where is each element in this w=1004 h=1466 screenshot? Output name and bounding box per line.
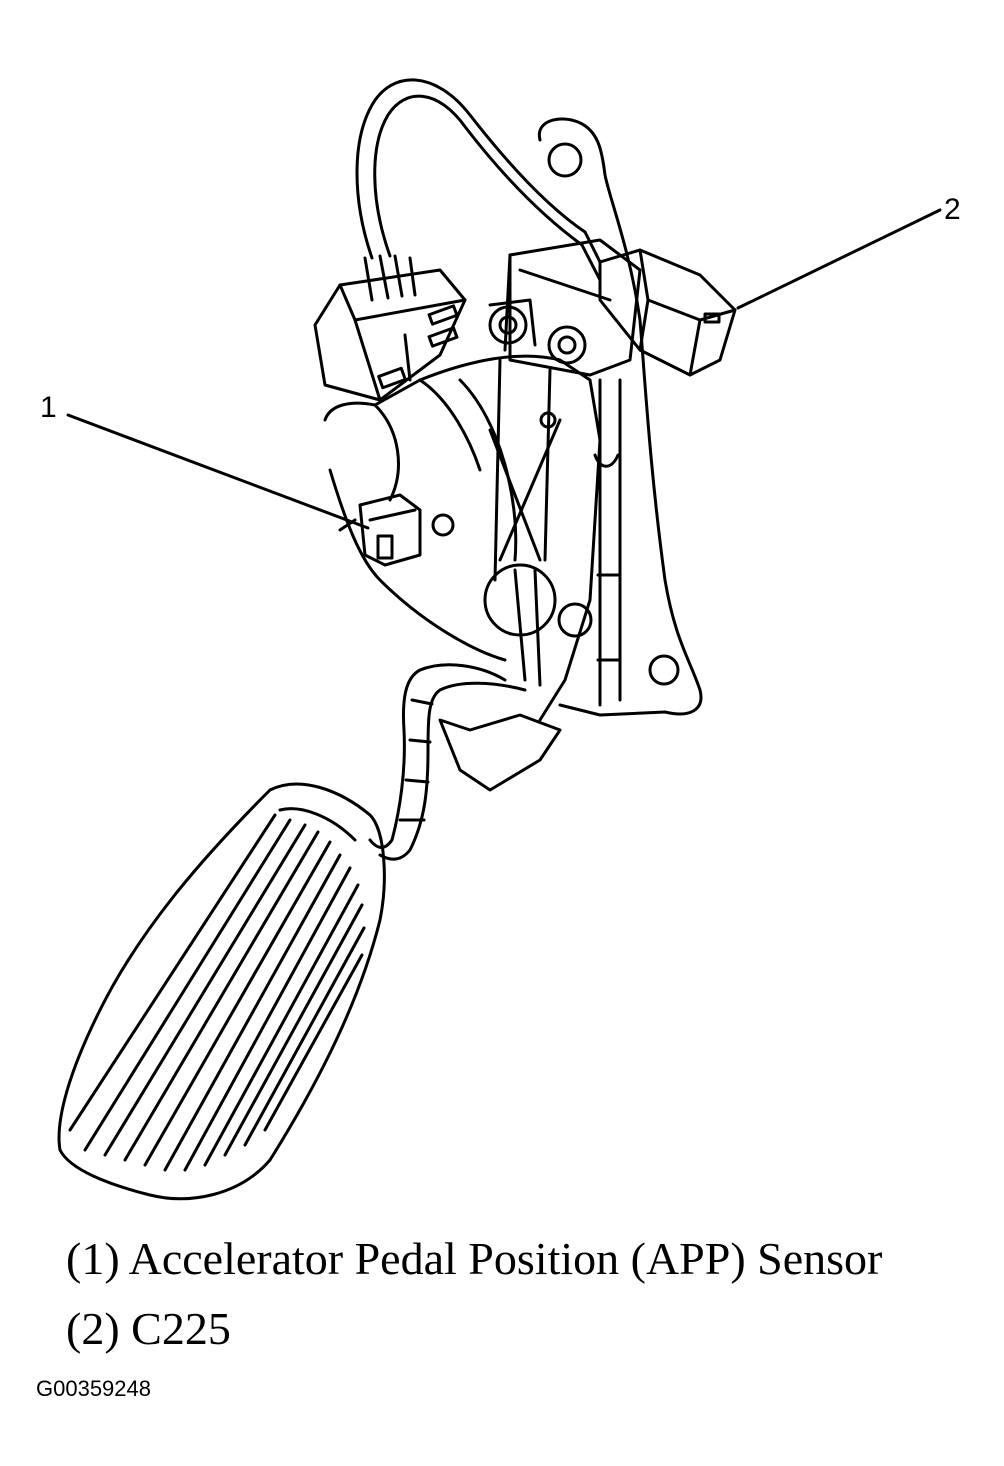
harness-connector: [313, 254, 467, 402]
app-sensor: [338, 493, 455, 567]
accelerator-pedal-assembly-illustration: [57, 78, 942, 1201]
callout-2-label: 2: [944, 193, 961, 226]
legend-item-app-sensor: (1) Accelerator Pedal Position (APP) Sen…: [66, 1233, 883, 1284]
pedal-arm: [368, 663, 562, 861]
sensor-body: [323, 354, 602, 722]
legend-item-c225: (2) C225: [66, 1303, 231, 1354]
figure-id: G00359248: [36, 1376, 151, 1401]
mounting-bracket: [537, 117, 703, 717]
callout-2-leader: [736, 208, 942, 310]
callout-1-leader: [66, 413, 370, 530]
wiring-harness: [355, 78, 587, 260]
c225-connector: [580, 230, 737, 377]
pedal-pad: [57, 782, 386, 1201]
callout-1-label: 1: [40, 391, 57, 424]
sensor-housing: [488, 238, 642, 377]
